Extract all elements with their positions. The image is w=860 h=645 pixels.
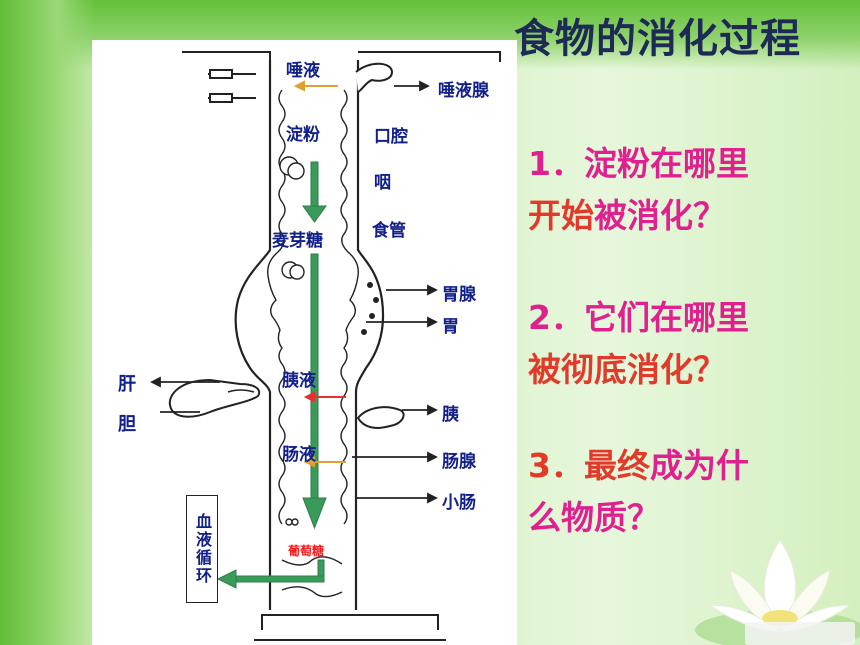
intestinal-juice-arrow	[303, 456, 346, 468]
label-saliva: 唾液	[286, 61, 320, 81]
page-title: 食物的消化过程	[514, 16, 801, 62]
label-esophagus: 食管	[372, 221, 406, 241]
question-3-line1-rest: 成为什	[649, 446, 749, 485]
label-pancreatic-juice: 胰液	[282, 371, 316, 391]
question-3-line1: 3．最终	[528, 446, 650, 485]
question-1-line2: 被消化？	[594, 196, 726, 235]
gastric-gland-dots	[361, 282, 379, 335]
background-left-band	[0, 0, 95, 645]
tract-contour	[234, 60, 385, 610]
liver-pointer-arrows	[149, 376, 220, 413]
pancreas-shape	[356, 406, 405, 429]
organ-pointer-arrows	[352, 80, 439, 504]
question-1-line1: 1．淀粉在哪里	[528, 144, 749, 183]
question-2: 2．它们在哪里 被彻底消化？	[528, 292, 749, 396]
question-1-highlight: 开始	[528, 196, 594, 235]
label-intestinal-gland: 肠腺	[442, 452, 476, 472]
food-particles	[279, 156, 305, 526]
body-frame	[182, 51, 501, 641]
label-liver: 肝	[118, 374, 136, 395]
label-small-intestine: 小肠	[442, 493, 476, 513]
label-pancreas: 胰	[442, 405, 459, 425]
question-1: 1．淀粉在哪里 开始被消化？	[528, 138, 749, 242]
label-pharynx: 咽	[374, 173, 391, 193]
diagram-panel	[92, 40, 517, 645]
label-intestinal-juice: 肠液	[282, 445, 316, 465]
label-gallbladder: 胆	[118, 414, 136, 435]
publisher-logo	[745, 622, 855, 645]
liver-shape	[168, 378, 261, 418]
label-stomach: 胃	[442, 317, 459, 337]
blood-circulation-label: 血液循环	[193, 513, 212, 585]
label-salivary-gland: 唾液腺	[438, 81, 489, 101]
question-2-line1: 2．它们在哪里	[528, 298, 749, 337]
label-gastric-gland: 胃腺	[442, 285, 476, 305]
saliva-arrow	[293, 80, 338, 92]
label-starch: 淀粉	[286, 125, 320, 145]
salivary-gland-shape	[355, 62, 394, 93]
blood-circulation-box: 血液循环	[186, 495, 218, 603]
question-2-line2: 消化？	[627, 350, 726, 389]
pancreatic-juice-arrow	[303, 391, 346, 403]
question-2-highlight: 被彻底	[528, 350, 627, 389]
absorption-arrow	[216, 559, 325, 589]
label-glucose: 葡萄糖	[288, 544, 325, 558]
question-3-line2: 么物质？	[528, 498, 660, 537]
label-maltose: 麦芽糖	[272, 231, 323, 251]
digestion-flow-arrow	[302, 161, 327, 530]
question-3: 3．最终成为什 么物质？	[528, 440, 749, 544]
label-oral-cavity: 口腔	[374, 127, 408, 147]
